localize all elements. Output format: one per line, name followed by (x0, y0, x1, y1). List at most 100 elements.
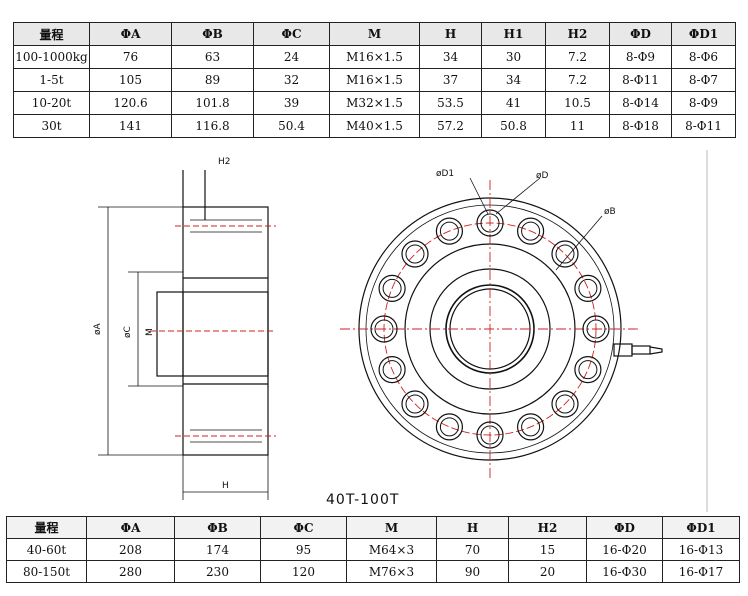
table-cell: 120 (260, 560, 347, 583)
table-cell: 24 (253, 45, 330, 69)
table-cell: 95 (260, 538, 347, 561)
table-cell: 8-Φ11 (609, 68, 672, 92)
table-cell: 57.2 (419, 114, 482, 138)
table-cell: 50.8 (481, 114, 546, 138)
table-cell: 16-Φ20 (586, 538, 663, 561)
table-cell: 141 (89, 114, 172, 138)
column-header: ΦB (174, 516, 261, 539)
table-cell: 8-Φ18 (609, 114, 672, 138)
bolt-hole (574, 356, 602, 384)
table-cell: 100-1000kg (13, 45, 90, 69)
table-cell: 50.4 (253, 114, 330, 138)
column-header: 量程 (6, 516, 87, 539)
table-cell: 7.2 (545, 68, 610, 92)
bolt-hole (555, 394, 575, 414)
table-cell: 80-150t (6, 560, 87, 583)
table-cell: 53.5 (419, 91, 482, 115)
table-cell: 76 (89, 45, 172, 69)
bolt-hole (480, 213, 500, 233)
bolt-hole (378, 356, 406, 384)
bolt-hole (586, 319, 606, 339)
label-h2: H2 (218, 157, 231, 167)
bolt-hole (435, 217, 463, 245)
table-cell: 10.5 (545, 91, 610, 115)
column-header: M (329, 22, 420, 46)
column-header: M (346, 516, 437, 539)
table-cell: 39 (253, 91, 330, 115)
column-header: ΦC (253, 22, 330, 46)
bolt-hole (370, 315, 398, 343)
table-cell: 8-Φ9 (609, 45, 672, 69)
table-cell: 15 (508, 538, 587, 561)
table-cell: M76×3 (346, 560, 437, 583)
bolt-hole (476, 421, 504, 449)
table-cell: 1-5t (13, 68, 90, 92)
bolt-hole (405, 244, 425, 264)
bolt-hole (578, 278, 598, 298)
bolt-hole (551, 390, 579, 418)
column-header: H1 (481, 22, 546, 46)
label-phi-a: øA (93, 322, 103, 335)
label-phi-c: øC (123, 326, 133, 338)
column-header: H (436, 516, 509, 539)
table-cell: 34 (481, 68, 546, 92)
table-cell: 90 (436, 560, 509, 583)
bolt-hole (401, 390, 429, 418)
bolt-hole (521, 417, 541, 437)
table-cell: 8-Φ11 (671, 114, 736, 138)
bolt-hole (516, 217, 545, 245)
table-cell: 32 (253, 68, 330, 92)
table-cell: 8-Φ14 (609, 91, 672, 115)
table-cell: 16-Φ17 (662, 560, 740, 583)
bolt-hole (582, 315, 610, 343)
bolt-hole (578, 360, 598, 380)
table-cell: 116.8 (171, 114, 254, 138)
bolt-hole (382, 278, 402, 298)
table-cell: 70 (436, 538, 509, 561)
table-cell: 41 (481, 91, 546, 115)
center-hub (156, 291, 269, 377)
bolt-hole (574, 274, 602, 302)
bolt-hole (435, 413, 463, 441)
bolt-hole (480, 425, 500, 445)
table-cell: 20 (508, 560, 587, 583)
column-header: ΦA (86, 516, 175, 539)
column-header: ΦA (89, 22, 172, 46)
bolt-hole (439, 221, 459, 241)
table-cell: M32×1.5 (329, 91, 420, 115)
table-cell: M16×1.5 (329, 45, 420, 69)
column-header: H2 (508, 516, 587, 539)
table-cell: 280 (86, 560, 175, 583)
bolt-hole (382, 360, 402, 380)
table-cell: 105 (89, 68, 172, 92)
table-cell: 10-20t (13, 91, 90, 115)
table-cell: 120.6 (89, 91, 172, 115)
table-cell: 40-60t (6, 538, 87, 561)
table-cell: 16-Φ30 (586, 560, 663, 583)
bolt-hole (516, 413, 545, 441)
label-h: H (222, 481, 229, 491)
table-cell: 8-Φ9 (671, 91, 736, 115)
table-cell: 7.2 (545, 45, 610, 69)
cable-connector (613, 343, 633, 357)
table-cell: 101.8 (171, 91, 254, 115)
table-cell: M16×1.5 (329, 68, 420, 92)
table-cell: 174 (174, 538, 261, 561)
column-header: ΦD1 (671, 22, 736, 46)
bolt-hole (521, 221, 541, 241)
table-cell: M64×3 (346, 538, 437, 561)
table-cell: 208 (86, 538, 175, 561)
column-header: ΦC (260, 516, 347, 539)
side-view (98, 170, 276, 500)
bolt-hole (555, 244, 575, 264)
bolt-hole (374, 319, 394, 339)
table-cell: 63 (171, 45, 254, 69)
